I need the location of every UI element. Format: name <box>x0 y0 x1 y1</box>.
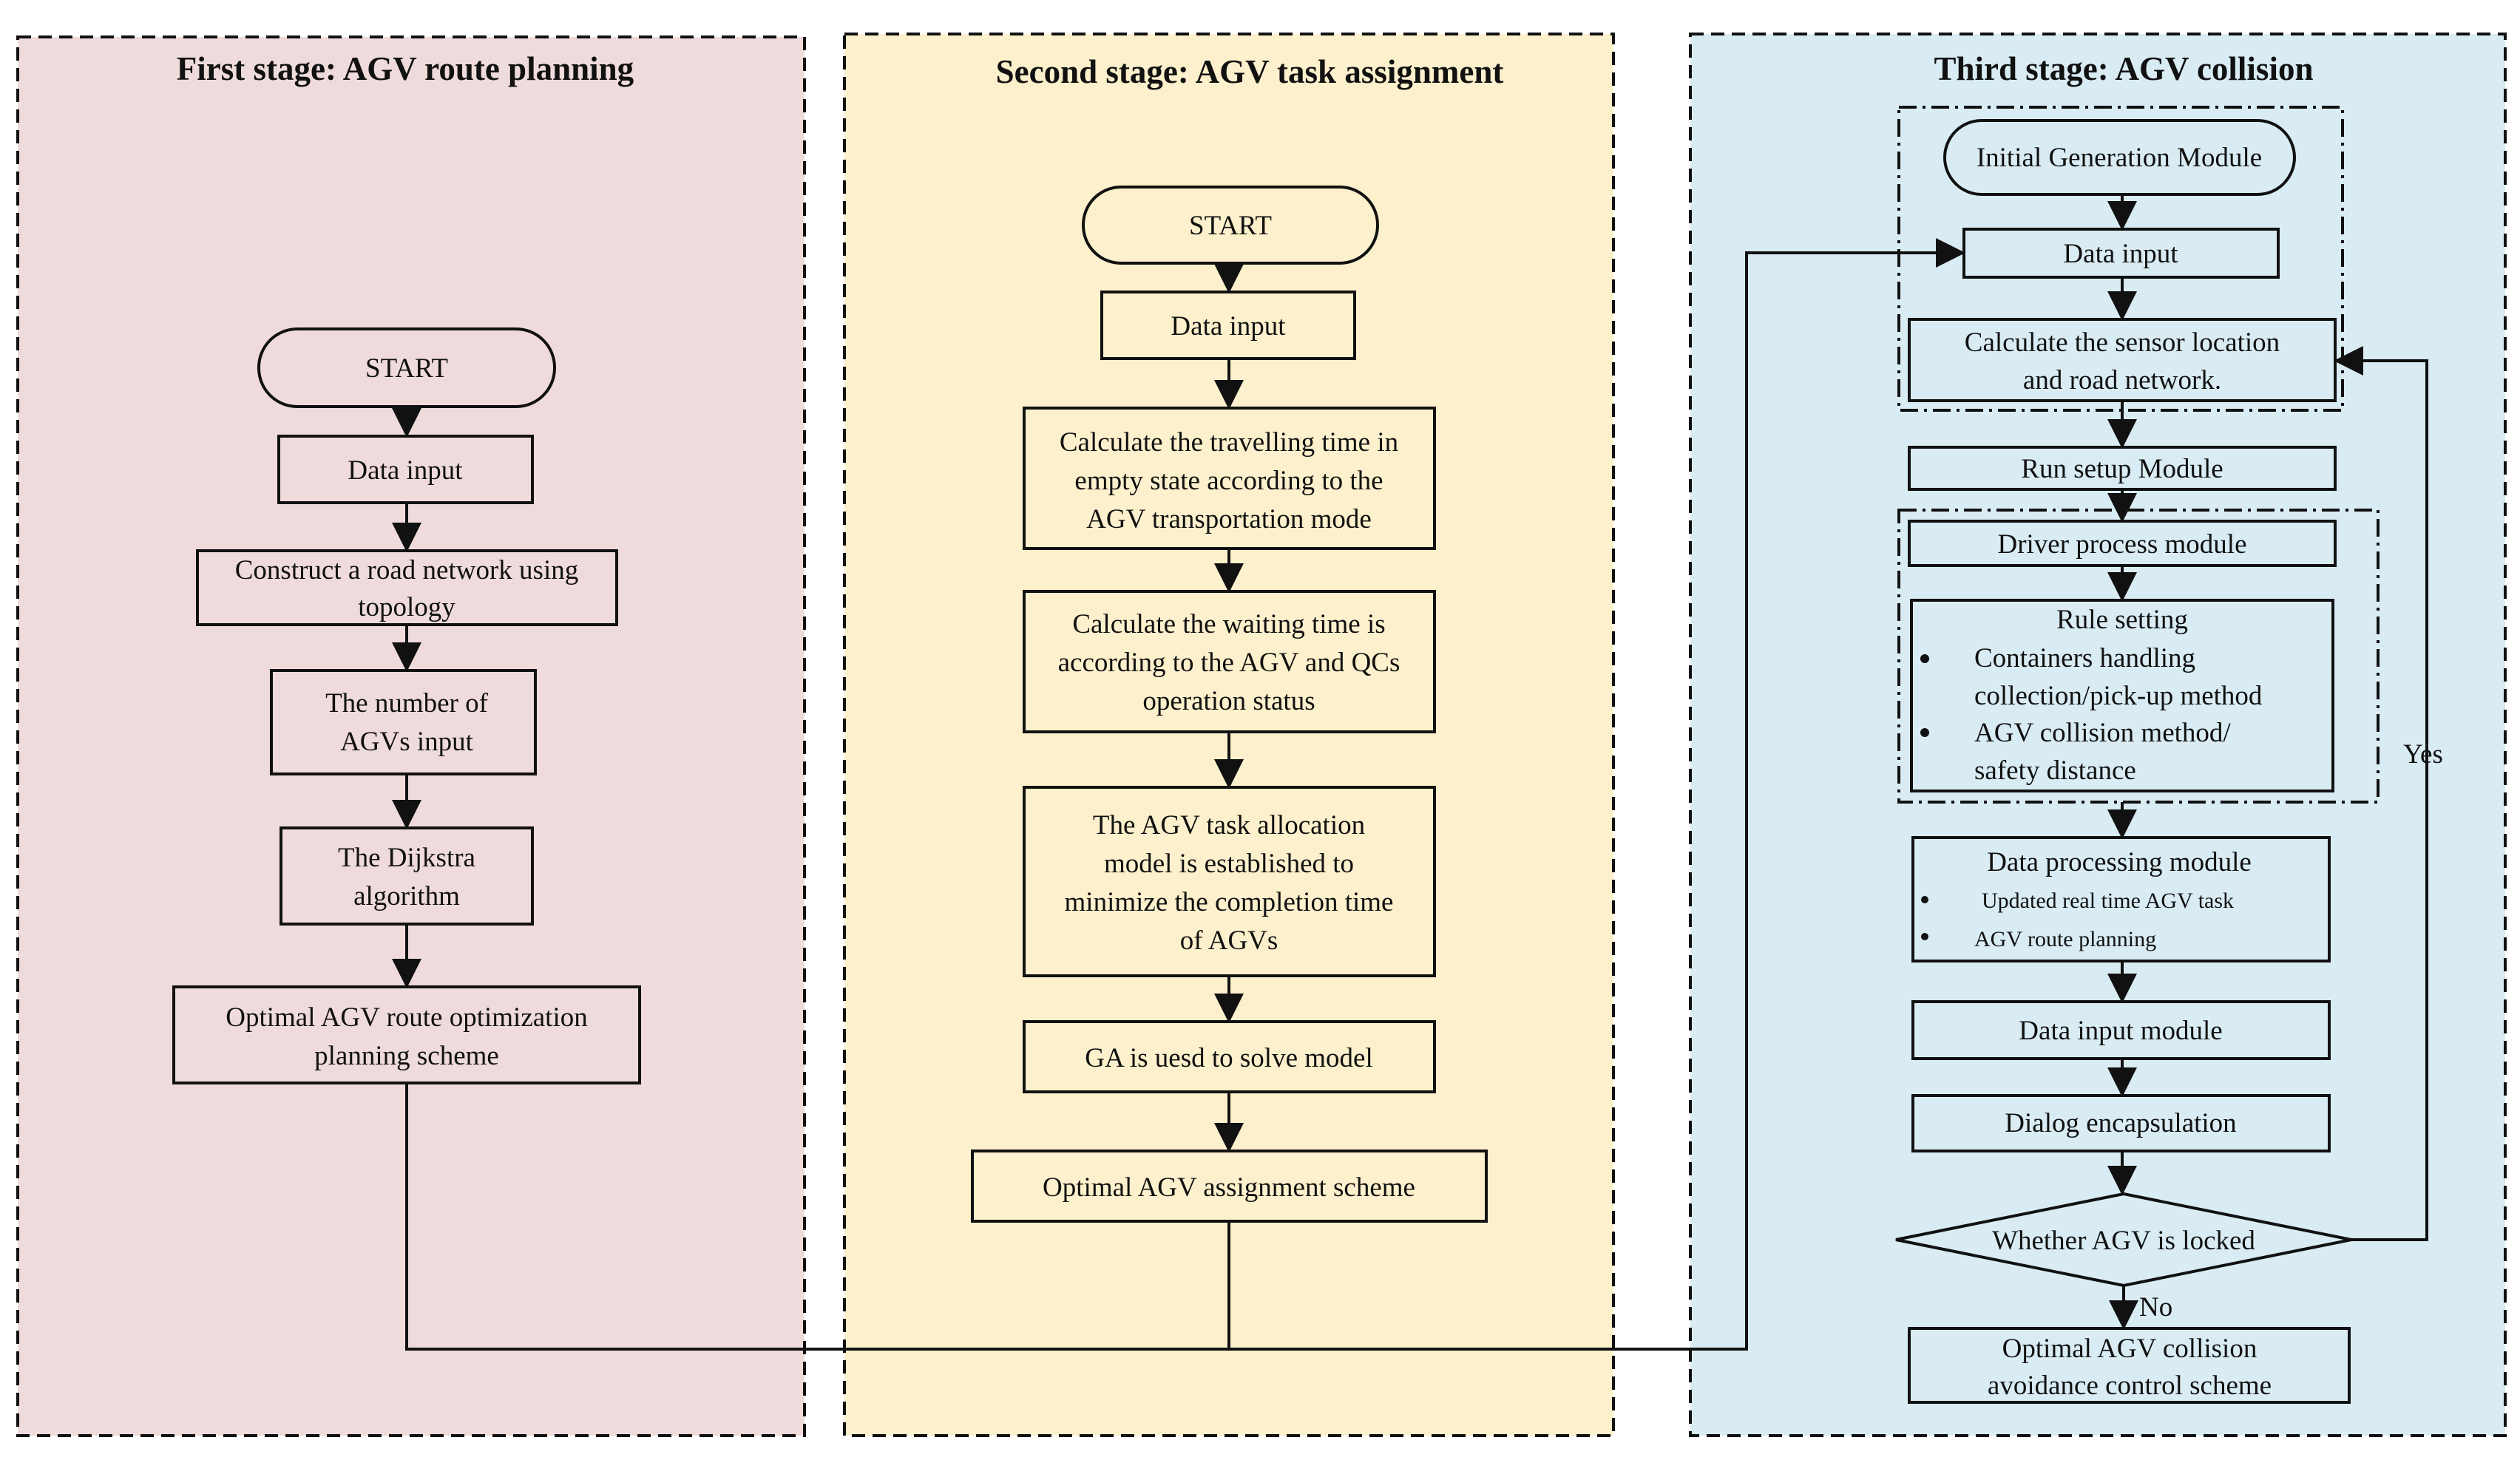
stage3-sensor-l2: and road network. <box>2023 365 2221 395</box>
bullet-dot <box>1920 728 1929 737</box>
stage1-dijkstra-l1: The Dijkstra <box>338 843 475 873</box>
stage3-optimal-l1: Optimal AGV collision <box>2002 1334 2258 1364</box>
stage1-agv-count-l2: AGVs input <box>340 727 474 757</box>
stage3-run-setup-label: Run setup Module <box>2021 454 2223 484</box>
stage3-data-input-label: Data input <box>2063 239 2178 269</box>
stage2-ga-label: GA is uesd to solve model <box>1085 1043 1373 1073</box>
stage2-waiting-l1: Calculate the waiting time is <box>1072 609 1385 639</box>
stage1-dijkstra-l2: algorithm <box>353 881 460 911</box>
stage2-travel-l2: empty state according to the <box>1074 466 1383 496</box>
stage1-agv-count-l1: The number of <box>325 688 489 719</box>
stage1-optimal-l2: planning scheme <box>314 1041 499 1071</box>
stage1-road-network-l2: topology <box>358 592 455 622</box>
stage3-decision-label: Whether AGV is locked <box>1992 1226 2255 1256</box>
stage3-dialog-label: Dialog encapsulation <box>2005 1108 2236 1138</box>
stage3-rule-b1-l2: collection/pick-up method <box>1974 681 2263 711</box>
stage2-model-l2: model is established to <box>1104 849 1354 879</box>
stage1-optimal-l1: Optimal AGV route optimization <box>226 1002 588 1033</box>
cross-stage-connector <box>405 238 1965 1351</box>
stage3-processing-b1: Updated real time AGV task <box>1982 889 2234 913</box>
stage2-model-l1: The AGV task allocation <box>1093 810 1365 841</box>
stage3-processing-title: Data processing module <box>1987 847 2252 877</box>
stage3-title: Third stage: AGV collision <box>1934 50 2314 87</box>
stage3-arrows <box>2107 194 2428 1330</box>
stage3-sensor-l1: Calculate the sensor location <box>1965 327 2280 358</box>
stage2-start-label: START <box>1189 211 1272 241</box>
stage3-rule-title: Rule setting <box>2056 605 2188 635</box>
stage3-panel <box>1689 33 2507 1437</box>
stage1-start-label: START <box>365 353 448 384</box>
stage2-waiting-l3: operation status <box>1142 686 1315 716</box>
stage2-title: Second stage: AGV task assignment <box>996 53 1504 90</box>
stage3-rule-b1-l1: Containers handling <box>1974 643 2195 673</box>
bullet-dot <box>1921 896 1928 903</box>
stage3-no-label: No <box>2139 1292 2172 1323</box>
stage1-road-network-l1: Construct a road network using <box>235 555 578 585</box>
stage2-model-l4: of AGVs <box>1180 926 1278 956</box>
stage3-data-input-module-label: Data input module <box>2019 1016 2222 1046</box>
bullet-dot <box>1920 654 1929 663</box>
stage2-optimal-label: Optimal AGV assignment scheme <box>1043 1172 1415 1203</box>
stage1-panel <box>16 35 806 1437</box>
stage3-initial-generation <box>1943 119 2296 196</box>
stage1-data-input-label: Data input <box>348 455 463 486</box>
stage2-data-input-label: Data input <box>1171 311 1286 342</box>
stage3-optimal-l2: avoidance control scheme <box>1988 1371 2272 1401</box>
stage3-driver-group <box>1897 509 2380 804</box>
stage2-travel-l3: AGV transportation mode <box>1086 504 1372 534</box>
stage3-initial-label: Initial Generation Module <box>1977 143 2262 173</box>
stage3-rule-b2-l2: safety distance <box>1974 756 2136 786</box>
stage3-processing-b2: AGV route planning <box>1974 927 2156 951</box>
bullet-dot <box>1921 933 1928 940</box>
stage2-model-l3: minimize the completion time <box>1065 887 1394 917</box>
stage2-travel-l1: Calculate the travelling time in <box>1060 427 1398 458</box>
stage3-yes-label: Yes <box>2403 739 2443 770</box>
stage1-title: First stage: AGV route planning <box>177 50 634 87</box>
stage3-driver-label: Driver process module <box>1997 529 2246 560</box>
stage3-rule-b2-l1: AGV collision method/ <box>1974 718 2231 748</box>
stage2-waiting-l2: according to the AGV and QCs <box>1058 648 1400 678</box>
